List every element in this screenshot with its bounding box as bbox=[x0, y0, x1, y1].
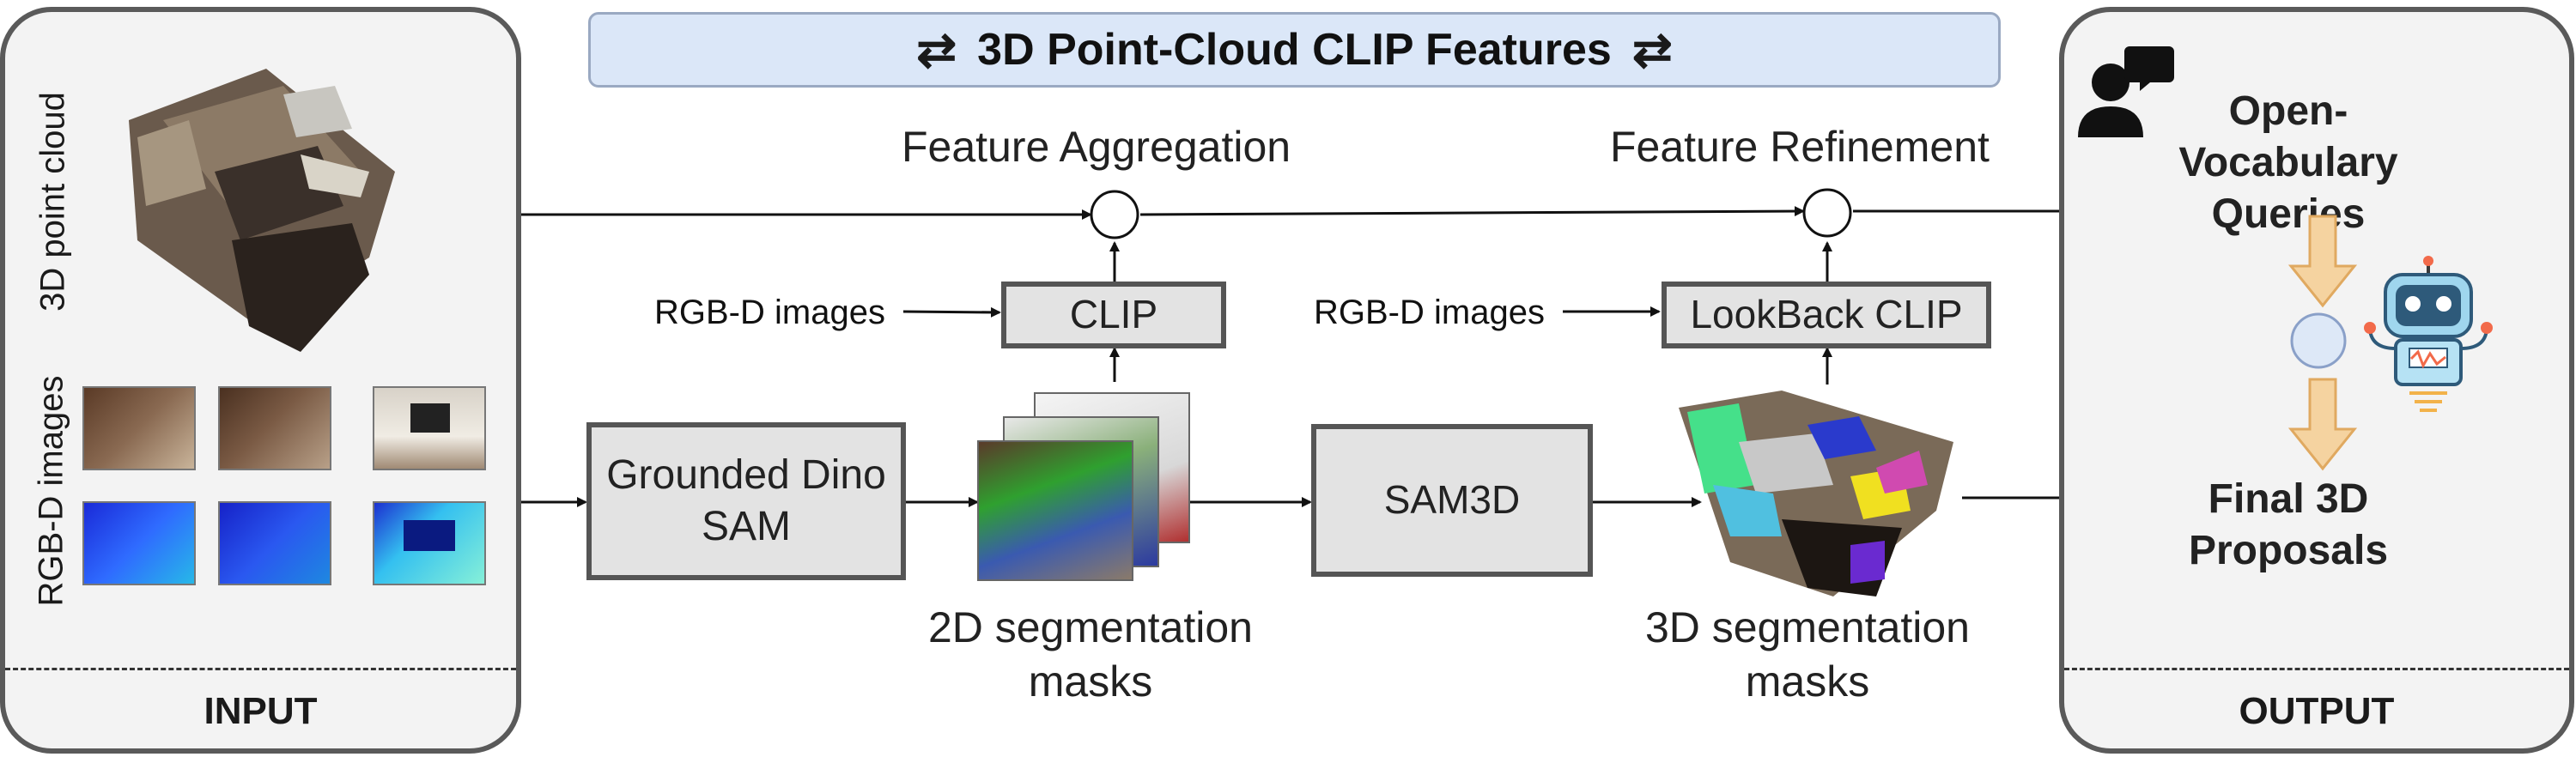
rgb-thumb-1 bbox=[82, 386, 196, 470]
down-arrow-bottom bbox=[2288, 378, 2357, 471]
banner: ⇄ 3D Point-Cloud CLIP Features ⇄ bbox=[588, 12, 2001, 88]
rgbd-input-lookback: RGB-D images bbox=[1314, 294, 1545, 331]
input-label: INPUT bbox=[204, 690, 318, 732]
feature-aggregation-label: Feature Aggregation bbox=[902, 123, 1291, 171]
rgb-thumb-2 bbox=[218, 386, 331, 470]
down-arrow-top bbox=[2288, 215, 2357, 308]
robot-icon bbox=[2364, 256, 2493, 412]
open-vocab-queries: Open-Vocabulary Queries bbox=[2178, 88, 2398, 237]
masks-3d-label: 3D segmentation masks bbox=[1644, 603, 1970, 706]
sam3d-box: SAM3D bbox=[1311, 424, 1593, 577]
masks-3d-image bbox=[1679, 391, 1953, 597]
depth-thumb-3 bbox=[373, 501, 486, 585]
final-3d-proposals: Final 3D Proposals bbox=[2188, 476, 2389, 573]
grounded-dino-sam-box: Grounded Dino SAM bbox=[586, 422, 906, 580]
point-cloud-image bbox=[129, 69, 395, 352]
output-divider bbox=[2064, 668, 2569, 670]
sync-arrows-icon: ⇄ bbox=[1631, 22, 1673, 76]
rgb-thumb-3 bbox=[373, 386, 486, 470]
masks-2d-image bbox=[977, 391, 1192, 581]
point-cloud-label: 3D point cloud bbox=[33, 92, 72, 312]
sync-arrows-icon: ⇄ bbox=[916, 22, 957, 76]
merge-node bbox=[2290, 312, 2347, 369]
clip-box: CLIP bbox=[1001, 282, 1226, 348]
output-label: OUTPUT bbox=[2239, 690, 2395, 732]
depth-thumb-2 bbox=[218, 501, 331, 585]
depth-thumb-1 bbox=[82, 501, 196, 585]
input-divider bbox=[5, 668, 516, 670]
banner-title: 3D Point-Cloud CLIP Features bbox=[977, 25, 1612, 75]
user-speech-icon bbox=[2078, 46, 2174, 137]
rgbd-input-clip: RGB-D images bbox=[654, 294, 885, 331]
feature-refinement-label: Feature Refinement bbox=[1610, 123, 1990, 171]
masks-2d-label: 2D segmentation masks bbox=[927, 603, 1253, 706]
rgbd-side-label: RGB-D images bbox=[32, 375, 70, 607]
lookback-clip-box: LookBack CLIP bbox=[1662, 282, 1991, 348]
